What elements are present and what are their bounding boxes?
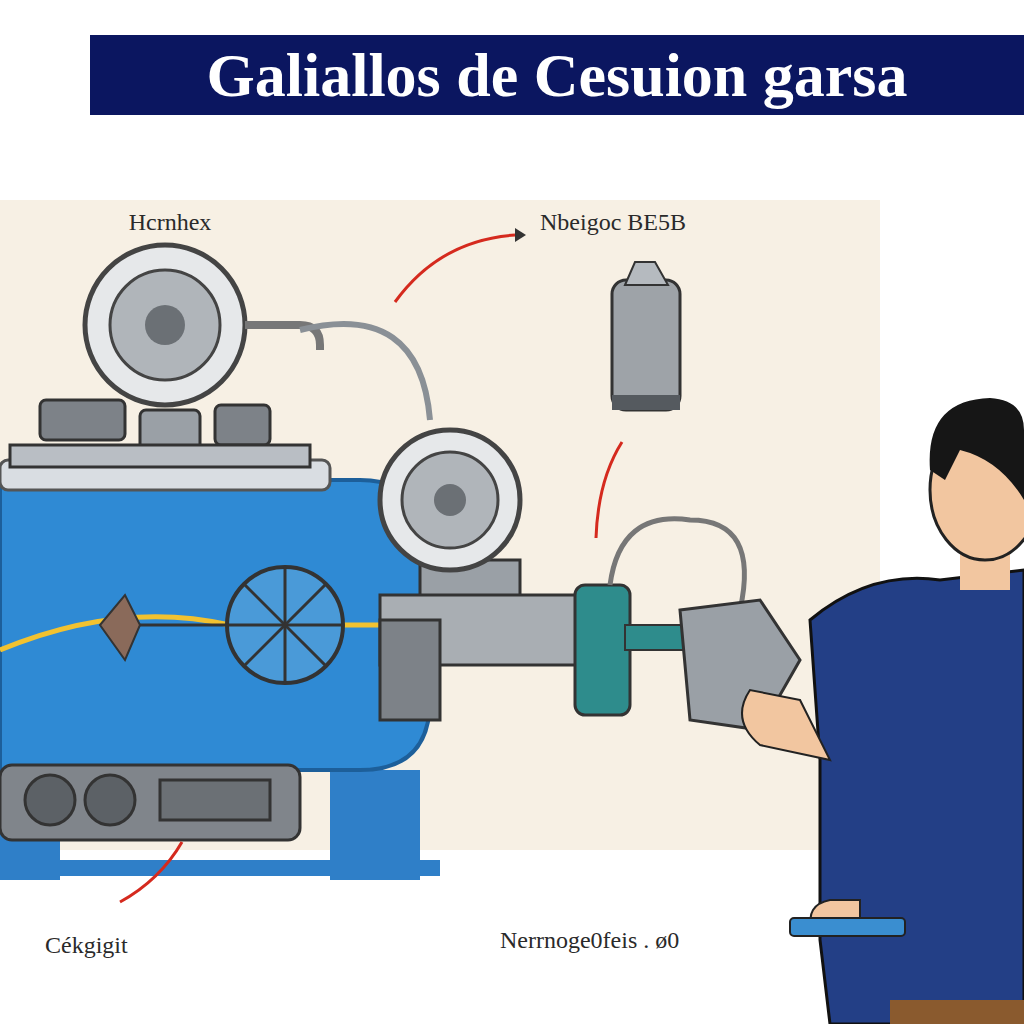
part-label: Nerrnoge0feis . ø0	[500, 927, 679, 954]
part-label: Cékgigit	[45, 932, 128, 959]
part-label: Hcrnhex	[129, 209, 212, 236]
title-text: Galiallos de Cesuion garsa	[206, 40, 907, 111]
title-band	[90, 35, 1024, 115]
part-label: Nbeigoc BE5B	[540, 209, 686, 236]
background-panel	[0, 200, 880, 850]
